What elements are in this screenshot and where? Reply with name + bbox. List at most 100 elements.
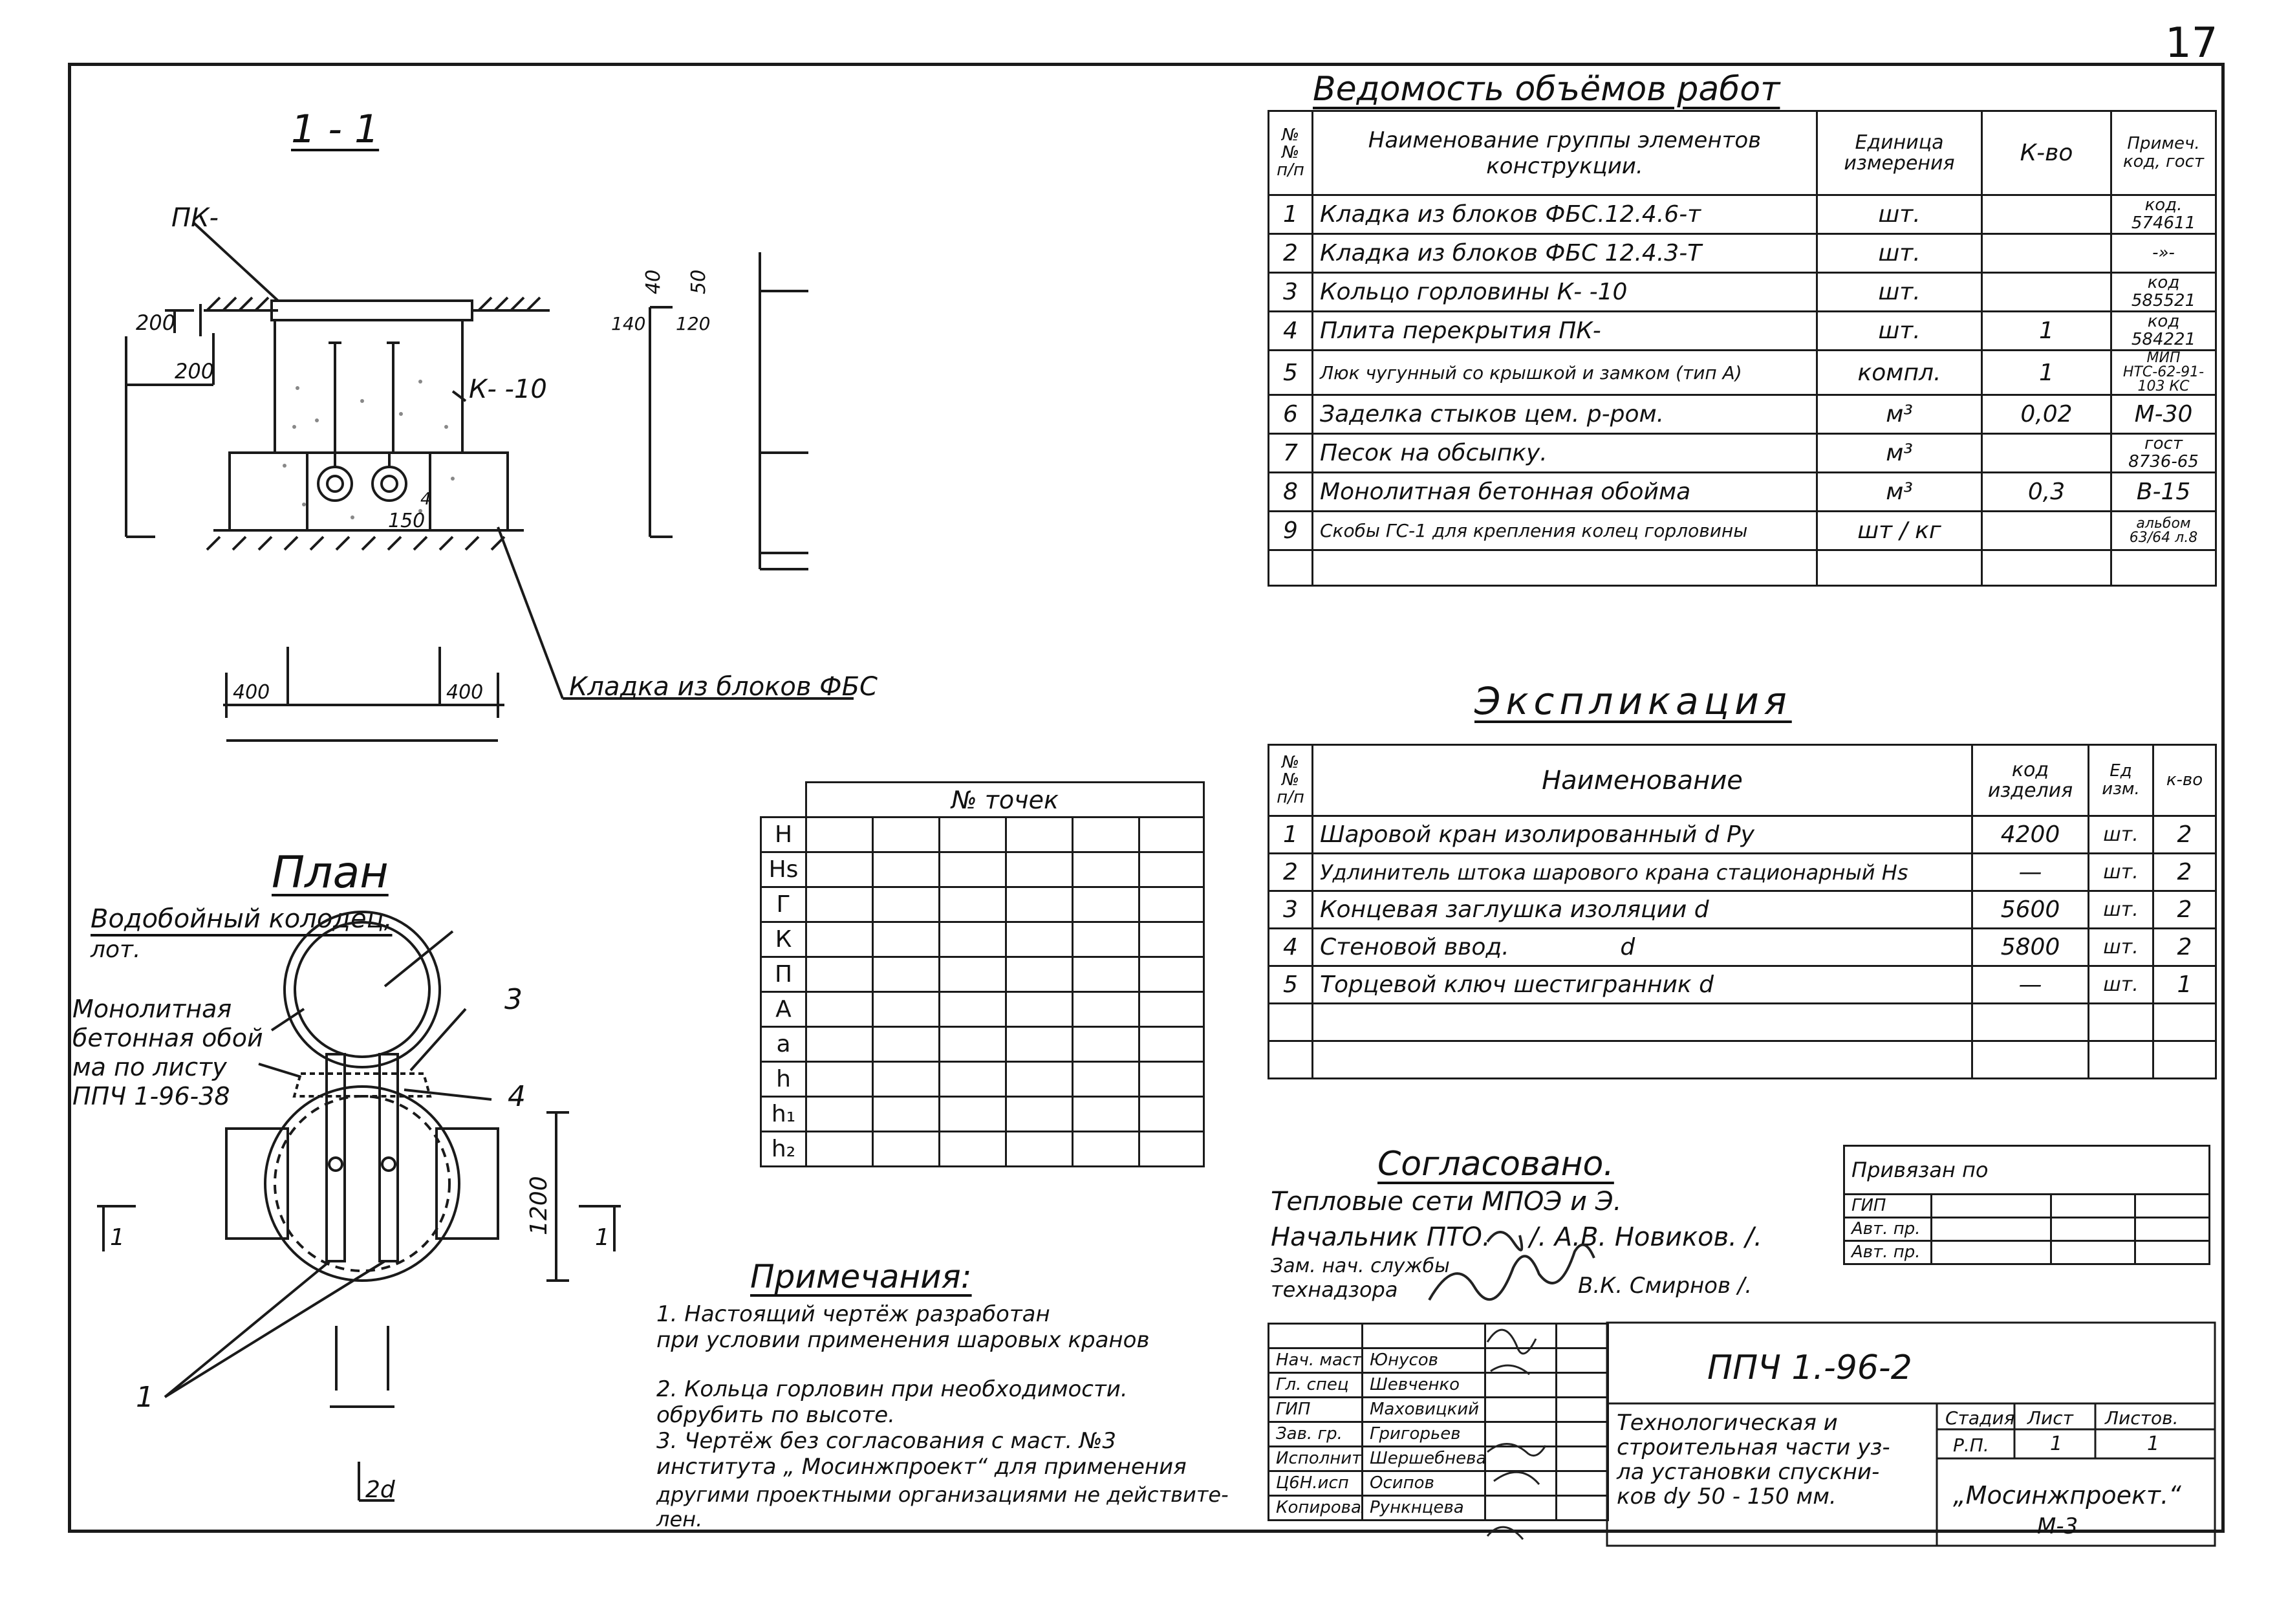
binding-row: Авт. пр. (1843, 1217, 2210, 1242)
notes-line-2: при условии применения шаровых кранов (656, 1327, 1150, 1353)
volumes-row: 6 Заделка стыков цем. р-ром. м³ 0,02 М-3… (1268, 394, 2217, 435)
points-row-label: К (760, 921, 807, 958)
points-row: К (760, 921, 1205, 958)
stage-value: Р.П. (1953, 1435, 1989, 1456)
approval-name-1: /. А.В. Новиков. /. (1529, 1222, 1762, 1252)
binding-title: Привязан по (1843, 1145, 2210, 1195)
volumes-cell: 1 (1981, 349, 2112, 396)
volumes-cell: Люк чугунный со крышкой и замком (тип А) (1311, 349, 1818, 396)
explication-header-num: №№ п/п (1268, 744, 1313, 817)
explication-row: 2 Удлинитель штока шарового крана стацио… (1268, 852, 2217, 892)
points-row-label: h (760, 1061, 807, 1098)
volumes-header-qty: К-во (1981, 110, 2112, 196)
notes-line-9: лен. (656, 1507, 703, 1532)
explication-cell: 2 (2152, 852, 2217, 892)
plan-tray-label: лот. (91, 937, 141, 963)
points-corner (761, 782, 807, 817)
points-row: h (760, 1061, 1205, 1098)
explication-cell: 1 (2152, 965, 2217, 1004)
plan-marker-1: 1 (136, 1381, 154, 1414)
title-role-row: Зав. гр.Григорьев (1268, 1421, 1609, 1447)
explication-cell (1971, 1002, 2089, 1042)
drawing-frame (68, 63, 2225, 1533)
approval-role-2: Зам. нач. службы (1271, 1255, 1450, 1277)
volumes-header-name: Наименование группы элементов конструкци… (1311, 110, 1818, 196)
plan-frame-note-4: ППЧ 1-96-38 (72, 1082, 230, 1110)
points-row: Г (760, 886, 1205, 923)
binding-row: ГИП (1843, 1193, 2210, 1218)
points-row: а (760, 1026, 1205, 1063)
points-row-label: а (760, 1026, 807, 1063)
dim-50: 50 (687, 270, 710, 294)
volumes-cell: 2 (1268, 233, 1313, 274)
volumes-row (1268, 549, 2217, 587)
explication-cell (2088, 1040, 2154, 1079)
binding-row: Авт. пр. (1843, 1240, 2210, 1265)
approval-role-3: технадзора (1271, 1277, 1398, 1302)
volumes-cell: шт. (1816, 233, 1983, 274)
explication-cell: Стеновой ввод. d (1311, 927, 1973, 967)
plan-frame-note-3: ма по листу (72, 1053, 227, 1081)
masonry-label: Кладка из блоков ФБС (569, 672, 878, 702)
volumes-cell: гост 8736-65 (2110, 433, 2217, 473)
explication-cell (1268, 1040, 1313, 1079)
volumes-row: 1 Кладка из блоков ФБС.12.4.6-т шт. код.… (1268, 194, 2217, 235)
title-role-label: Копировал (1268, 1495, 1363, 1521)
title-desc-1: Технологическая и (1617, 1410, 1838, 1436)
dim-400-right: 400 (446, 681, 483, 704)
binding-table: Привязан по ГИП Авт. пр. Авт. пр. (1843, 1145, 2210, 1265)
explication-header-code: код изделия (1971, 744, 2089, 817)
explication-title: Экспликация (1474, 679, 1792, 723)
title-role-label: Нач. маст (1268, 1347, 1363, 1374)
points-row: h₂ (760, 1131, 1205, 1167)
approval-name-3: В.К. Смирнов /. (1578, 1273, 1753, 1299)
volumes-cell: Плита перекрытия ПК- (1311, 310, 1818, 351)
volumes-cell (2110, 549, 2217, 587)
ring-label: К- -10 (469, 374, 547, 404)
explication-cell: 2 (1268, 852, 1313, 892)
section-title: 1 - 1 (291, 107, 380, 152)
explication-cell: 5 (1268, 965, 1313, 1004)
title-role-label: ГИП (1268, 1396, 1363, 1423)
volumes-cell (1268, 549, 1313, 587)
plan-cut-left: 1 (110, 1224, 125, 1251)
title-code: ППЧ 1.-96-2 (1707, 1348, 1912, 1387)
dim-200-top: 200 (136, 310, 175, 335)
dim-200-mid: 200 (175, 359, 214, 384)
volumes-table: №№ п/п Наименование группы элементов кон… (1268, 110, 2217, 587)
explication-cell: Концевая заглушка изоляции d (1311, 890, 1973, 929)
volumes-row: 8 Монолитная бетонная обойма м³ 0,3 В-15 (1268, 471, 2217, 512)
volumes-cell: 3 (1268, 272, 1313, 312)
notes-line-8: другими проектными организациями не дейс… (656, 1482, 1229, 1507)
dim-40: 40 (642, 270, 665, 294)
plan-dim-2d: 2d (365, 1477, 396, 1503)
notes-title: Примечания: (750, 1258, 972, 1295)
volumes-cell: 0,3 (1981, 471, 2112, 512)
notes-line-5: обрубить по высоте. (656, 1402, 895, 1428)
title-role-name: Рункнцева (1361, 1495, 1486, 1521)
notes-line-1: 1. Настоящий чертёж разработан (656, 1301, 1050, 1327)
sheet-header: Лист (2027, 1407, 2073, 1429)
volumes-cell: Кладка из блоков ФБС.12.4.6-т (1311, 194, 1818, 235)
sheets-value: 1 (2147, 1433, 2160, 1455)
volumes-cell: код 584221 (2110, 310, 2217, 351)
volumes-cell (1981, 194, 2112, 235)
explication-header-name: Наименование (1311, 744, 1973, 817)
binding-row-label: Авт. пр. (1843, 1240, 1932, 1265)
plan-cut-right: 1 (595, 1224, 610, 1251)
dim-150: 150 (388, 510, 425, 532)
explication-row: 1 Шаровой кран изолированный d Ру 4200 ш… (1268, 815, 2217, 854)
explication-cell: — (1971, 852, 2089, 892)
volumes-row: 7 Песок на обсыпку. м³ гост 8736-65 (1268, 433, 2217, 473)
volumes-header-note: Примеч. код, гост (2110, 110, 2217, 196)
explication-cell: 2 (2152, 927, 2217, 967)
binding-header-row: Привязан по (1843, 1145, 2210, 1195)
points-row: Н (760, 816, 1205, 853)
points-row-label: А (760, 991, 807, 1028)
